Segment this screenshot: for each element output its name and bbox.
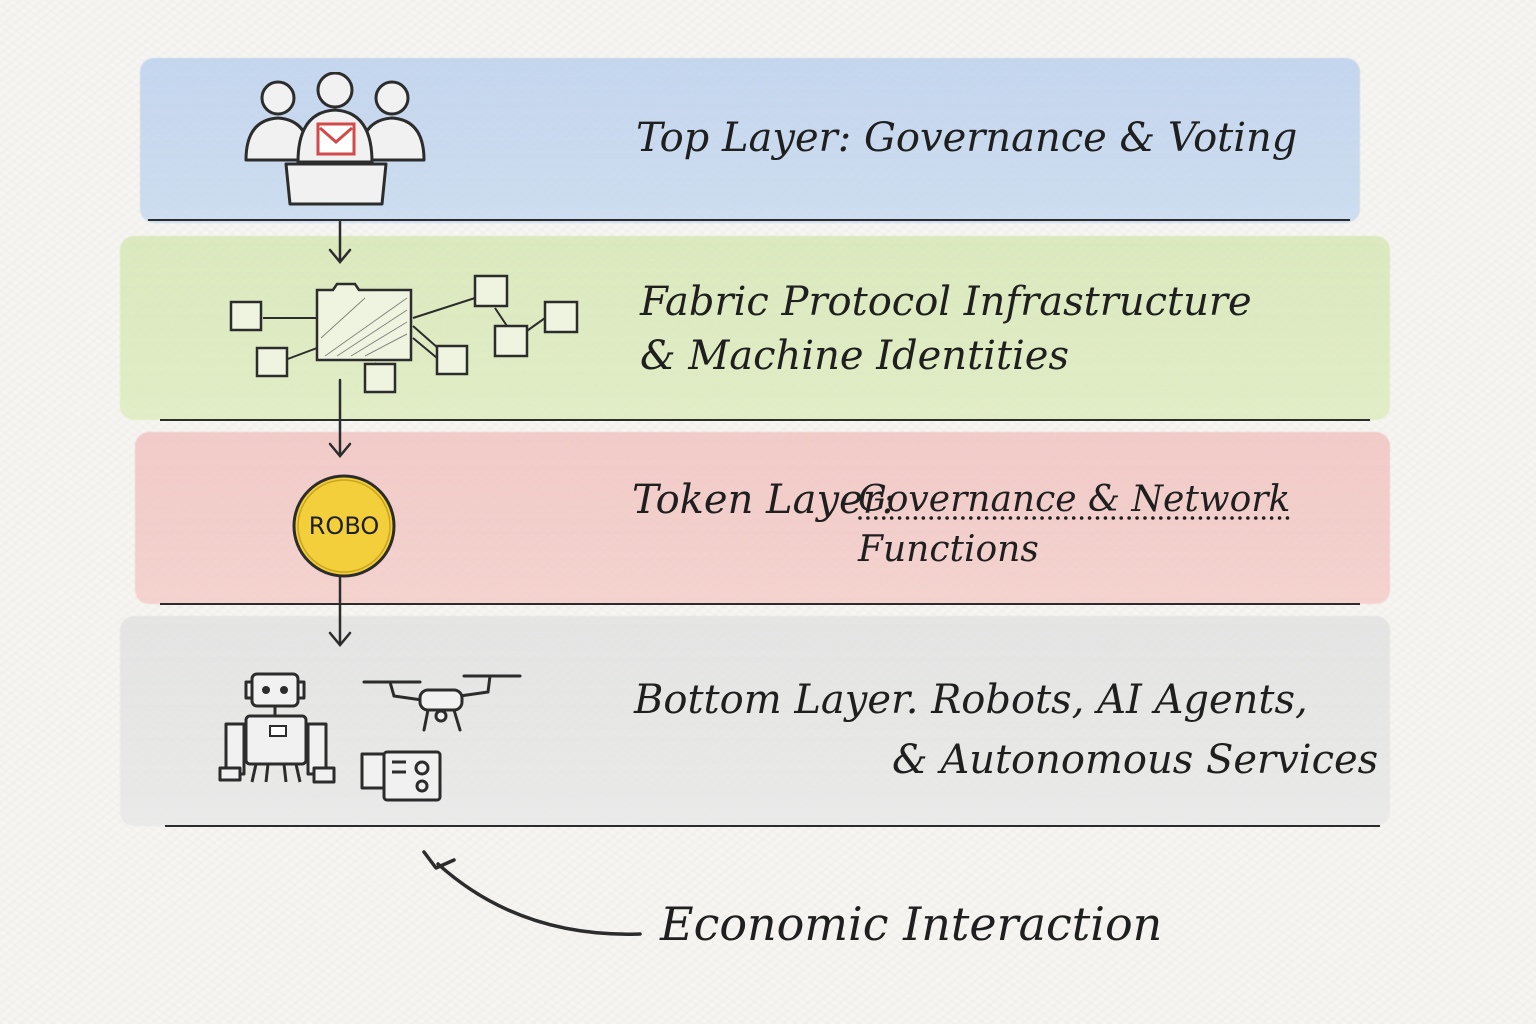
layer-token-label-line2: Functions	[858, 529, 1039, 570]
flow-arrows	[328, 220, 352, 647]
divider-1	[148, 219, 1350, 221]
divider-4	[165, 825, 1380, 827]
layer-bottom-label-line1: Bottom Layer. Robots, AI Agents,	[634, 677, 1308, 723]
economic-interaction-label: Economic Interaction	[660, 897, 1163, 951]
device-box-icon	[360, 750, 442, 802]
people-voting-icon	[244, 72, 426, 206]
layer-infra-label-line2: & Machine Identities	[640, 333, 1070, 379]
layer-infra-label-line1: Fabric Protocol Infrastructure	[640, 279, 1252, 325]
layer-token-subtitle: Governance & Network	[858, 479, 1291, 520]
curved-arrow-icon	[422, 850, 642, 936]
divider-2	[160, 419, 1370, 421]
band-bottom	[120, 616, 1390, 826]
network-nodes-icon	[229, 274, 579, 394]
robot-icon	[218, 672, 336, 784]
layer-token-prefix: Token Layer:	[632, 477, 896, 523]
layer-top-label: Top Layer: Governance & Voting	[636, 115, 1298, 161]
layer-token-label-line1: Governance & Network	[858, 474, 1290, 526]
layer-bottom-label-line2: & Autonomous Services	[892, 737, 1379, 783]
coin-label: ROBO	[309, 512, 380, 540]
drone-icon	[362, 674, 522, 732]
divider-3	[160, 603, 1360, 605]
robo-coin-icon: ROBO	[292, 474, 396, 578]
